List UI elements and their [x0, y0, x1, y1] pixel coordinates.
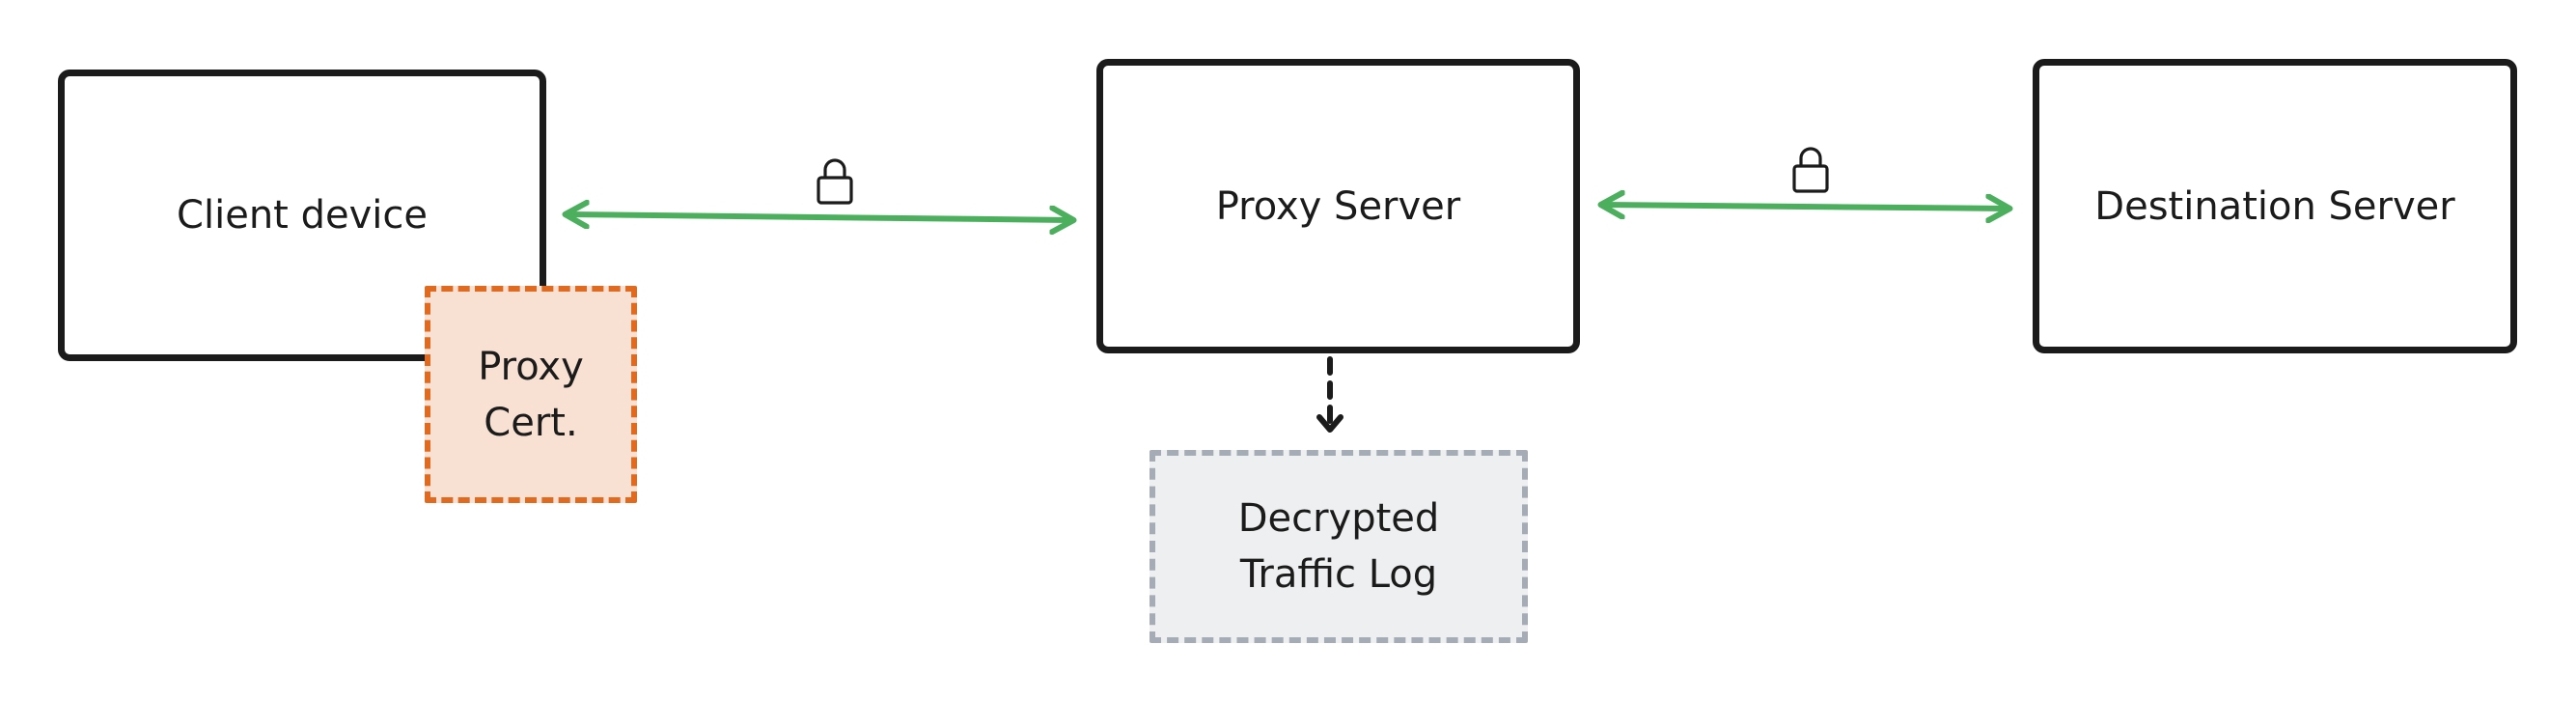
proxy-server-node: Proxy Server — [1096, 59, 1580, 353]
destination-server-label: Destination Server — [2094, 183, 2455, 229]
client-proxy-link — [568, 214, 1071, 220]
client-device-node: Client device — [58, 70, 546, 361]
client-device-label: Client device — [177, 193, 428, 238]
destination-server-node: Destination Server — [2033, 59, 2517, 353]
proxy-log-arrowhead — [1316, 414, 1343, 433]
proxy-destination-link — [1603, 205, 2008, 209]
proxy-server-label: Proxy Server — [1215, 183, 1461, 229]
decrypted-traffic-log-node: Decrypted Traffic Log — [1150, 450, 1528, 643]
proxy-cert-label: Proxy Cert. — [478, 344, 584, 445]
lock-icon — [1792, 147, 1829, 193]
lock-icon — [817, 158, 853, 205]
proxy-cert-node: Proxy Cert. — [425, 286, 637, 503]
decrypted-traffic-log-label: Decrypted Traffic Log — [1237, 496, 1440, 597]
